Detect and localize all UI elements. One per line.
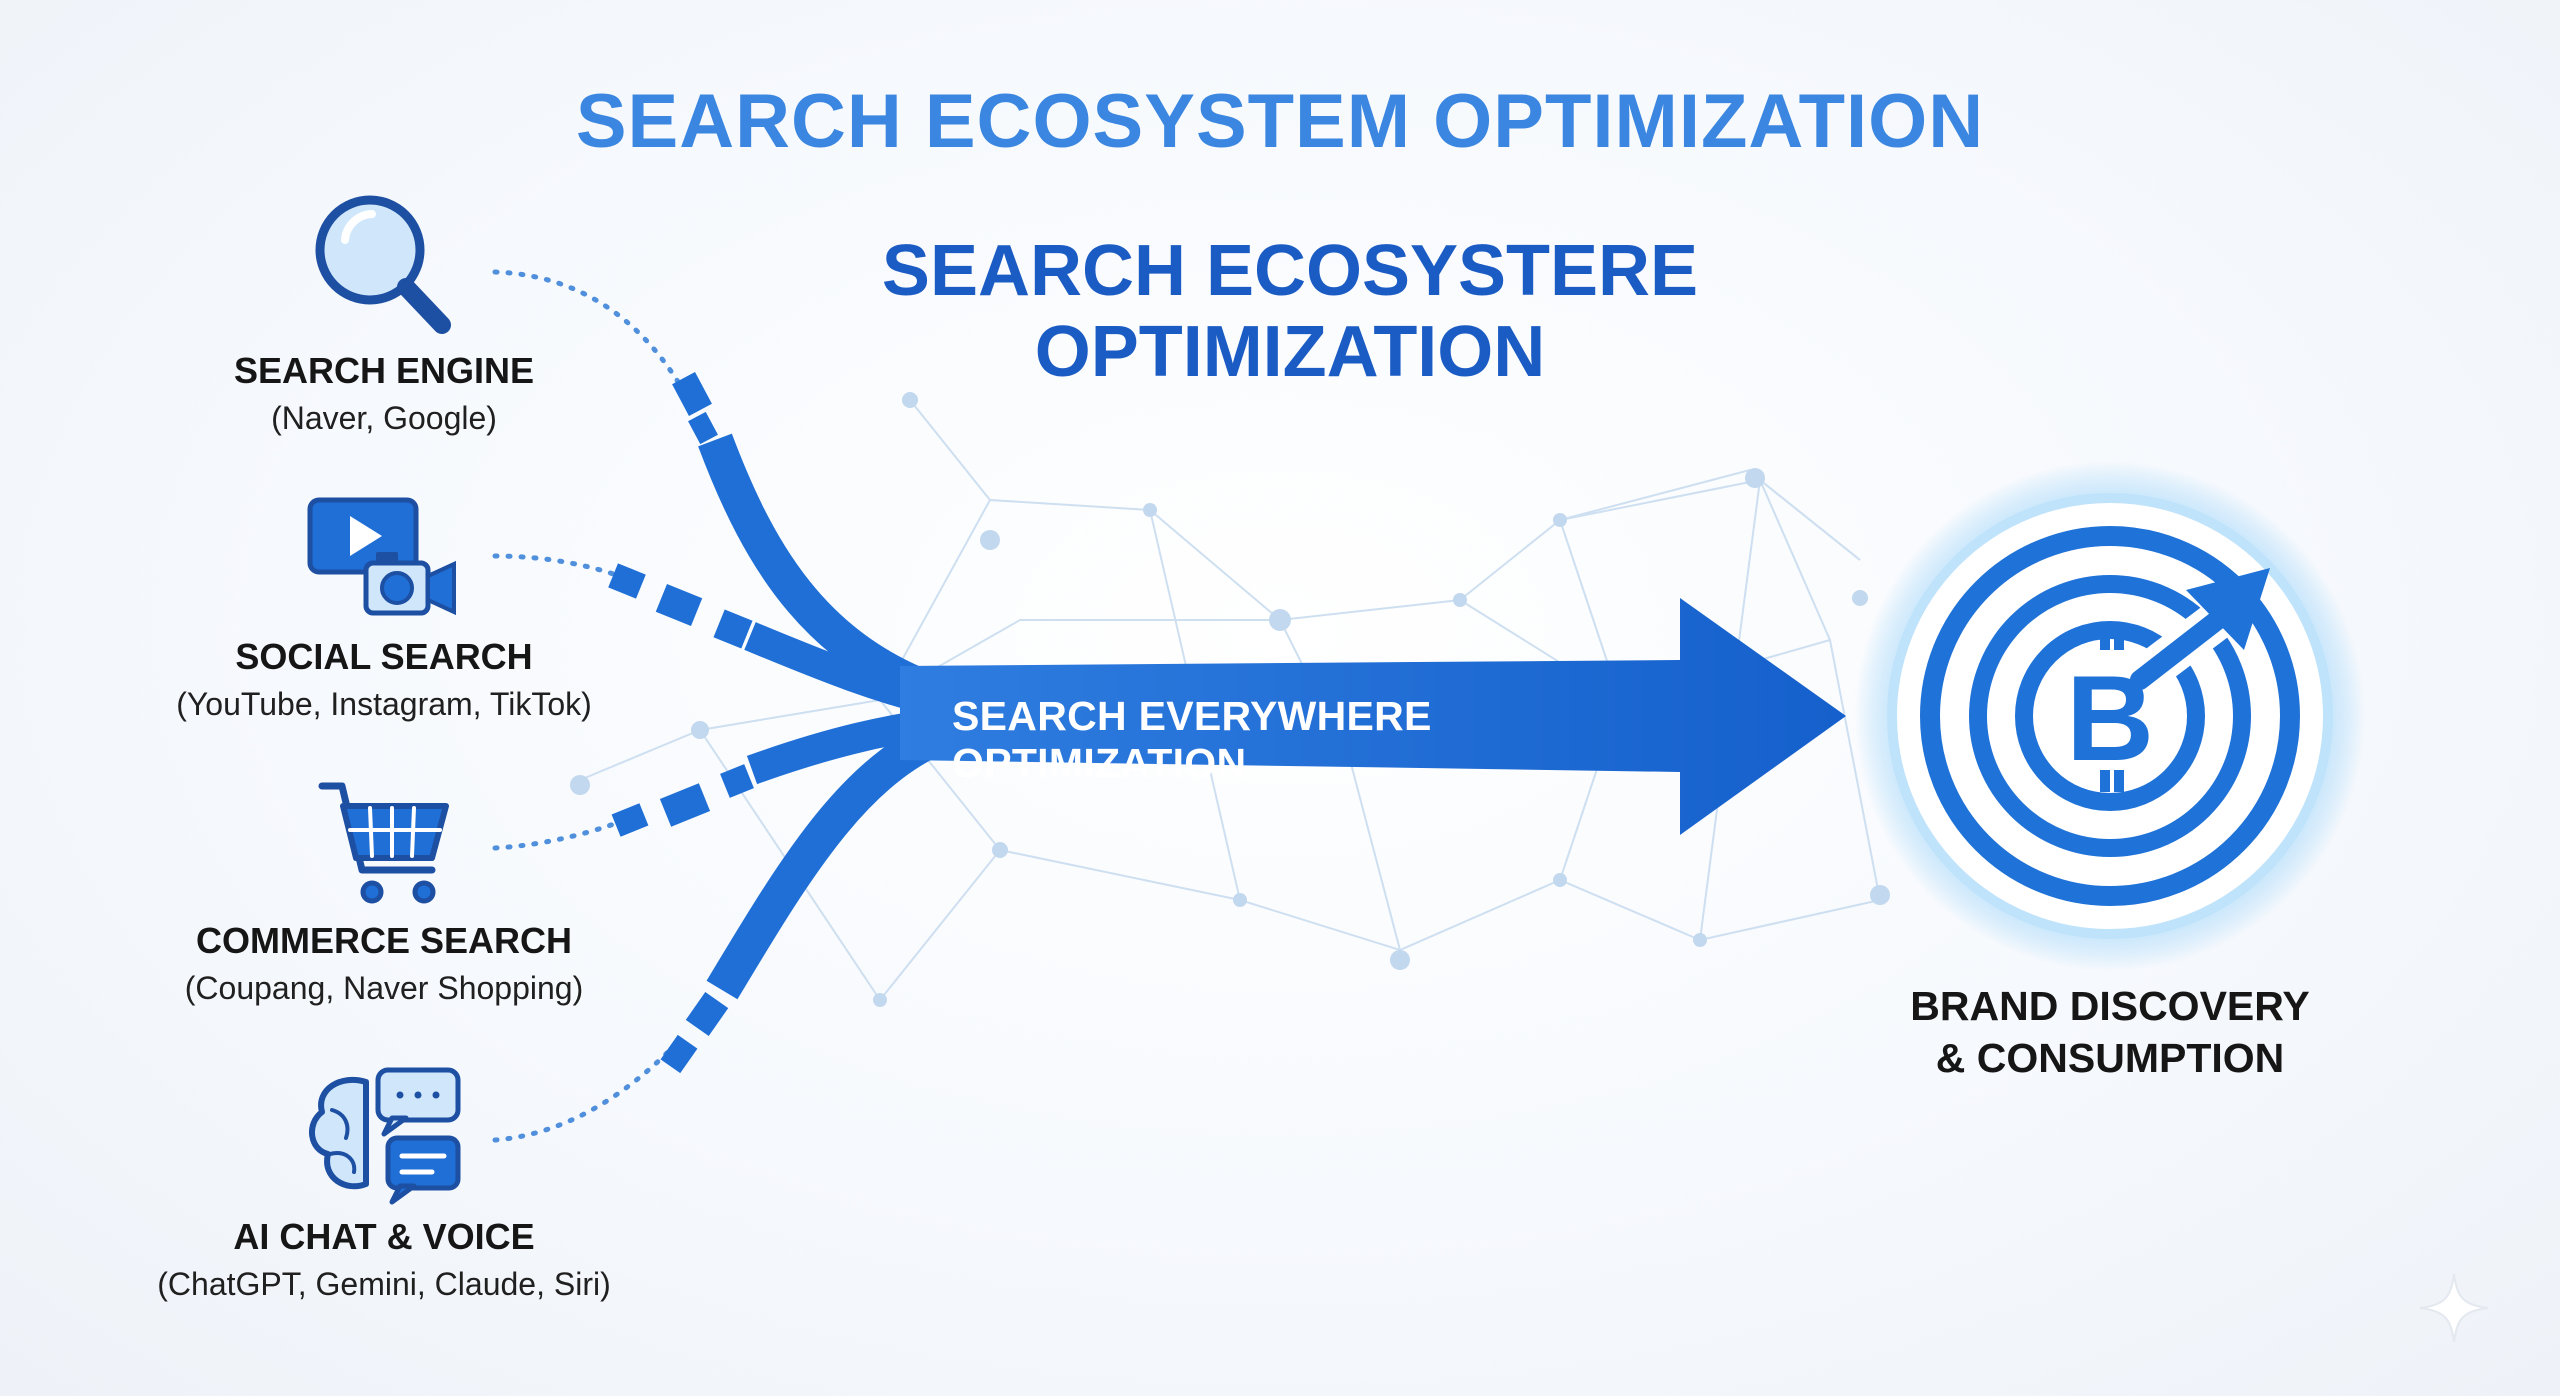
source-ai-chat-voice: AI CHAT & VOICE (ChatGPT, Gemini, Claude…	[104, 1216, 664, 1303]
source-examples: (Coupang, Naver Shopping)	[184, 970, 584, 1006]
stream-dashes	[608, 372, 754, 1074]
brand-label: BRAND DISCOVERY & CONSUMPTION	[1830, 980, 2390, 1084]
subtitle-line-2: OPTIMIZATION	[1034, 312, 1546, 392]
source-examples: (YouTube, Instagram, TikTok)	[176, 686, 592, 722]
main-arrow	[900, 598, 1846, 835]
source-commerce-search: COMMERCE SEARCH (Coupang, Naver Shopping…	[104, 920, 664, 1007]
brand-label-line-2: & CONSUMPTION	[1935, 1035, 2285, 1081]
shopping-cart-icon	[318, 782, 449, 904]
subtitle-line-1: SEARCH ECOSYSTERE	[881, 231, 1699, 311]
source-examples: (Naver, Google)	[271, 400, 497, 436]
source-name: SEARCH ENGINE	[233, 350, 535, 391]
source-name: SOCIAL SEARCH	[235, 636, 533, 677]
video-camera-icon	[307, 497, 456, 616]
source-name: AI CHAT & VOICE	[233, 1216, 535, 1257]
arrow-label: SEARCH EVERYWHERE OPTIMIZATION	[952, 693, 1432, 786]
source-name: COMMERCE SEARCH	[195, 920, 572, 961]
source-search-engine: SEARCH ENGINE (Naver, Google)	[104, 350, 664, 437]
dotted-connectors	[492, 269, 683, 1143]
main-title: SEARCH ECOSYSTEM OPTIMIZATION	[575, 79, 1985, 164]
sparkle-icon	[2419, 1273, 2489, 1343]
brain-chat-icon	[309, 1067, 461, 1205]
network-nodes	[570, 392, 1890, 1007]
magnifier-icon	[315, 195, 451, 334]
brand-label-line-1: BRAND DISCOVERY	[1910, 983, 2310, 1029]
brand-target-icon: B	[1855, 461, 2365, 971]
source-examples: (ChatGPT, Gemini, Claude, Siri)	[157, 1266, 611, 1302]
source-social-search: SOCIAL SEARCH (YouTube, Instagram, TikTo…	[104, 636, 664, 723]
